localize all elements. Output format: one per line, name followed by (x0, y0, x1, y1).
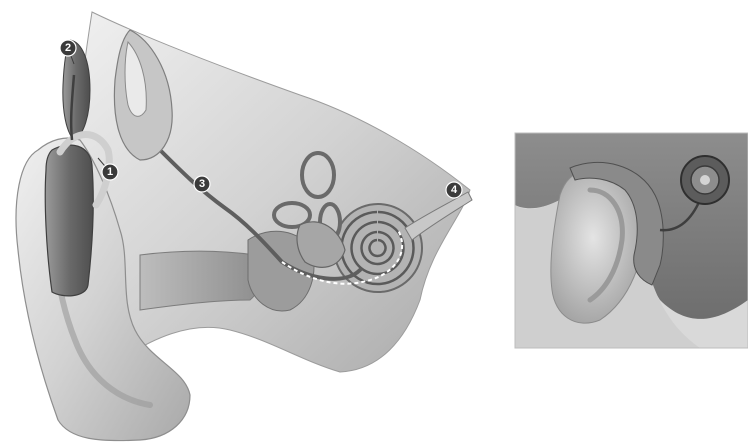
callout-3-label: 3 (199, 178, 205, 190)
speech-processor (45, 145, 93, 296)
callout-1-label: 1 (107, 166, 113, 178)
callout-4-label: 4 (451, 184, 458, 196)
worn-transmitter-coil (681, 156, 729, 204)
wearer-photo (515, 133, 748, 348)
ear-cross-section-illustration (16, 12, 472, 441)
callout-3: 3 (194, 176, 210, 192)
callout-4: 4 (446, 182, 462, 198)
callout-2-label: 2 (65, 42, 71, 54)
